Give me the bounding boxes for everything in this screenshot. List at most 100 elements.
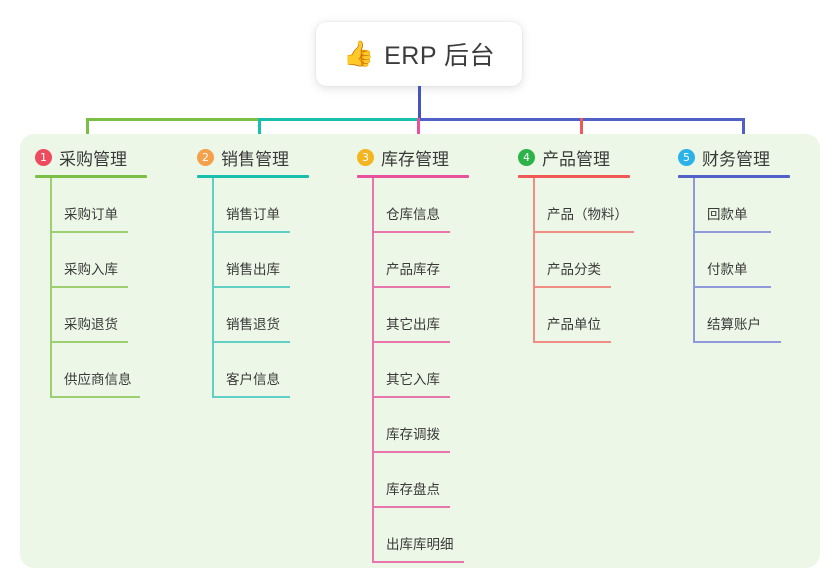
branch-spine-3 — [372, 178, 374, 563]
root-node[interactable]: 👍 ERP 后台 — [316, 22, 522, 86]
list-item[interactable]: 销售退货 — [212, 288, 332, 343]
leaf-label: 产品库存 — [386, 262, 440, 277]
branch-title-1: 采购管理 — [59, 149, 127, 169]
leaf-rule — [372, 506, 450, 508]
leaf-label: 结算账户 — [707, 317, 761, 332]
root-trunk-connector — [418, 86, 421, 120]
branch-leaf-list-4: 产品（物料） 产品分类 产品单位 — [533, 178, 653, 343]
leaf-label: 产品单位 — [547, 317, 601, 332]
branch-badge-2: 2 — [197, 148, 214, 166]
bus-segment-teal — [259, 118, 421, 121]
branch-underline-1 — [35, 175, 147, 178]
diagram-panel — [20, 134, 820, 568]
leaf-rule — [372, 341, 450, 343]
leaf-rule — [372, 396, 450, 398]
list-item[interactable]: 产品分类 — [533, 233, 653, 288]
branch-underline-3 — [357, 175, 469, 178]
list-item[interactable]: 付款单 — [693, 233, 813, 288]
branch-title-4: 产品管理 — [542, 149, 610, 169]
leaf-rule — [533, 286, 611, 288]
leaf-rule — [372, 231, 450, 233]
leaf-rule — [50, 286, 128, 288]
leaf-rule — [693, 231, 771, 233]
list-item[interactable]: 采购订单 — [50, 178, 170, 233]
leaf-rule — [533, 341, 611, 343]
leaf-rule — [372, 451, 450, 453]
list-item[interactable]: 库存盘点 — [372, 453, 492, 508]
list-item[interactable]: 结算账户 — [693, 288, 813, 343]
branch-title-2: 销售管理 — [221, 149, 289, 169]
leaf-label: 回款单 — [707, 207, 748, 222]
list-item[interactable]: 采购入库 — [50, 233, 170, 288]
leaf-label: 销售出库 — [226, 262, 280, 277]
list-item[interactable]: 供应商信息 — [50, 343, 170, 398]
list-item[interactable]: 库存调拨 — [372, 398, 492, 453]
bus-segment-green — [86, 118, 261, 121]
branch-badge-3: 3 — [357, 148, 374, 166]
branch-leaf-list-3: 仓库信息 产品库存 其它出库 其它入库 库存调拨 库存盘点 — [372, 178, 492, 563]
branch-badge-4: 4 — [518, 148, 535, 166]
list-item[interactable]: 产品（物料） — [533, 178, 653, 233]
branch-leaf-list-2: 销售订单 销售出库 销售退货 客户信息 — [212, 178, 332, 398]
leaf-label: 付款单 — [707, 262, 748, 277]
leaf-label: 库存盘点 — [386, 482, 440, 497]
branch-badge-5: 5 — [678, 148, 695, 166]
list-item[interactable]: 回款单 — [693, 178, 813, 233]
leaf-label: 产品（物料） — [547, 207, 628, 222]
branch-column-5: 5 财务管理 回款单 付款单 结算账户 — [663, 144, 813, 343]
branch-badge-1: 1 — [35, 148, 52, 166]
leaf-rule — [372, 286, 450, 288]
list-item[interactable]: 产品单位 — [533, 288, 653, 343]
branch-underline-4 — [518, 175, 630, 178]
branch-column-2: 2 销售管理 销售订单 销售出库 销售退货 客户信息 — [182, 144, 332, 398]
branch-header-1[interactable]: 1 采购管理 — [20, 144, 170, 170]
list-item[interactable]: 产品库存 — [372, 233, 492, 288]
branch-title-3: 库存管理 — [381, 149, 449, 169]
leaf-rule — [533, 231, 634, 233]
list-item[interactable]: 销售出库 — [212, 233, 332, 288]
leaf-rule — [372, 561, 464, 563]
list-item[interactable]: 采购退货 — [50, 288, 170, 343]
branch-column-4: 4 产品管理 产品（物料） 产品分类 产品单位 — [503, 144, 653, 343]
branch-leaf-list-5: 回款单 付款单 结算账户 — [693, 178, 813, 343]
list-item[interactable]: 销售订单 — [212, 178, 332, 233]
leaf-label: 采购入库 — [64, 262, 118, 277]
leaf-label: 销售退货 — [226, 317, 280, 332]
leaf-rule — [50, 396, 140, 398]
leaf-label: 出库库明细 — [386, 537, 454, 552]
list-item[interactable]: 仓库信息 — [372, 178, 492, 233]
leaf-label: 采购退货 — [64, 317, 118, 332]
branch-header-2[interactable]: 2 销售管理 — [182, 144, 332, 170]
list-item[interactable]: 出库库明细 — [372, 508, 492, 563]
leaf-label: 销售订单 — [226, 207, 280, 222]
branch-header-5[interactable]: 5 财务管理 — [663, 144, 813, 170]
leaf-label: 客户信息 — [226, 372, 280, 387]
leaf-rule — [693, 341, 781, 343]
drop-connector-3 — [417, 118, 420, 146]
branch-spine-5 — [693, 178, 695, 343]
leaf-label: 采购订单 — [64, 207, 118, 222]
leaf-rule — [212, 396, 290, 398]
drop-connector-4 — [580, 118, 583, 146]
leaf-label: 库存调拨 — [386, 427, 440, 442]
branch-spine-1 — [50, 178, 52, 398]
branch-header-3[interactable]: 3 库存管理 — [342, 144, 492, 170]
branch-column-1: 1 采购管理 采购订单 采购入库 采购退货 供应商信息 — [20, 144, 170, 398]
list-item[interactable]: 其它出库 — [372, 288, 492, 343]
leaf-rule — [50, 341, 128, 343]
branch-column-3: 3 库存管理 仓库信息 产品库存 其它出库 其它入库 库存调拨 — [342, 144, 492, 563]
leaf-label: 仓库信息 — [386, 207, 440, 222]
branch-spine-4 — [533, 178, 535, 343]
leaf-rule — [693, 286, 771, 288]
list-item[interactable]: 其它入库 — [372, 343, 492, 398]
drop-connector-5 — [742, 118, 745, 146]
leaf-label: 其它入库 — [386, 372, 440, 387]
list-item[interactable]: 客户信息 — [212, 343, 332, 398]
thumbs-up-icon: 👍 — [342, 39, 375, 68]
branch-header-4[interactable]: 4 产品管理 — [503, 144, 653, 170]
leaf-label: 其它出库 — [386, 317, 440, 332]
branch-leaf-list-1: 采购订单 采购入库 采购退货 供应商信息 — [50, 178, 170, 398]
root-node-label: ERP 后台 — [384, 42, 496, 70]
drop-connector-1 — [86, 118, 89, 146]
